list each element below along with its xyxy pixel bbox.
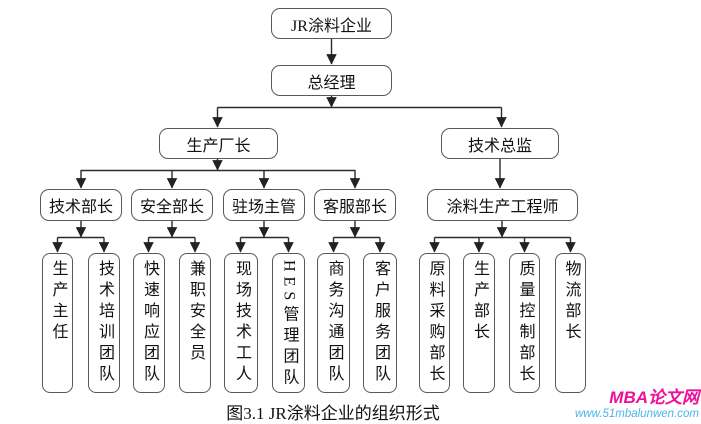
node-hes-management-team: HES管理团队 xyxy=(272,253,305,393)
node-company: JR涂料企业 xyxy=(271,8,392,39)
node-part-time-safety-officer: 兼职安全员 xyxy=(179,253,211,393)
node-part-time-safety-officer-label: 兼职安全员 xyxy=(187,260,204,365)
node-quality-control-minister: 质量控制部长 xyxy=(509,253,540,393)
node-site-technical-workers-label: 现场技术工人 xyxy=(233,260,250,386)
watermark-site-name: MBA论文网 xyxy=(609,388,699,407)
node-business-communication-team: 商务沟通团队 xyxy=(317,253,350,393)
node-raw-material-purchasing-minister-label: 原料采购部长 xyxy=(426,260,444,386)
node-technical-director: 技术总监 xyxy=(441,128,559,159)
node-customer-service-team-label: 客户服务团队 xyxy=(372,260,389,386)
watermark-url: www.51mbalunwen.com xyxy=(574,407,699,420)
node-resident-supervisor: 驻场主管 xyxy=(223,189,305,221)
node-quality-control-minister-label: 质量控制部长 xyxy=(516,260,534,386)
node-tech-training-team-label: 技术培训团队 xyxy=(96,260,113,386)
node-tech-minister: 技术部长 xyxy=(40,189,122,221)
node-site-technical-workers: 现场技术工人 xyxy=(224,253,258,393)
node-rapid-response-team: 快速响应团队 xyxy=(133,253,165,393)
node-production-chief-label: 生产主任 xyxy=(49,260,67,344)
node-production-chief: 生产主任 xyxy=(42,253,73,393)
node-tech-training-team: 技术培训团队 xyxy=(88,253,120,393)
node-coating-production-engineer: 涂料生产工程师 xyxy=(427,189,578,221)
node-production-director: 生产厂长 xyxy=(159,128,278,159)
figure-caption: 图3.1 JR涂料企业的组织形式 xyxy=(226,404,440,423)
node-hes-management-team-label: HES管理团队 xyxy=(280,260,298,390)
watermark: MBA论文网 www.51mbalunwen.com xyxy=(574,388,699,420)
node-safety-minister: 安全部长 xyxy=(131,189,213,221)
node-logistics-minister: 物流部长 xyxy=(555,253,586,393)
node-logistics-minister-label: 物流部长 xyxy=(562,260,580,344)
node-production-minister: 生产部长 xyxy=(463,253,495,393)
node-general-manager: 总经理 xyxy=(271,65,392,96)
node-business-communication-team-label: 商务沟通团队 xyxy=(325,260,343,386)
node-rapid-response-team-label: 快速响应团队 xyxy=(141,260,158,386)
node-raw-material-purchasing-minister: 原料采购部长 xyxy=(419,253,450,393)
node-customer-service-minister: 客服部长 xyxy=(314,189,396,221)
node-production-minister-label: 生产部长 xyxy=(471,260,488,344)
node-customer-service-team: 客户服务团队 xyxy=(363,253,397,393)
